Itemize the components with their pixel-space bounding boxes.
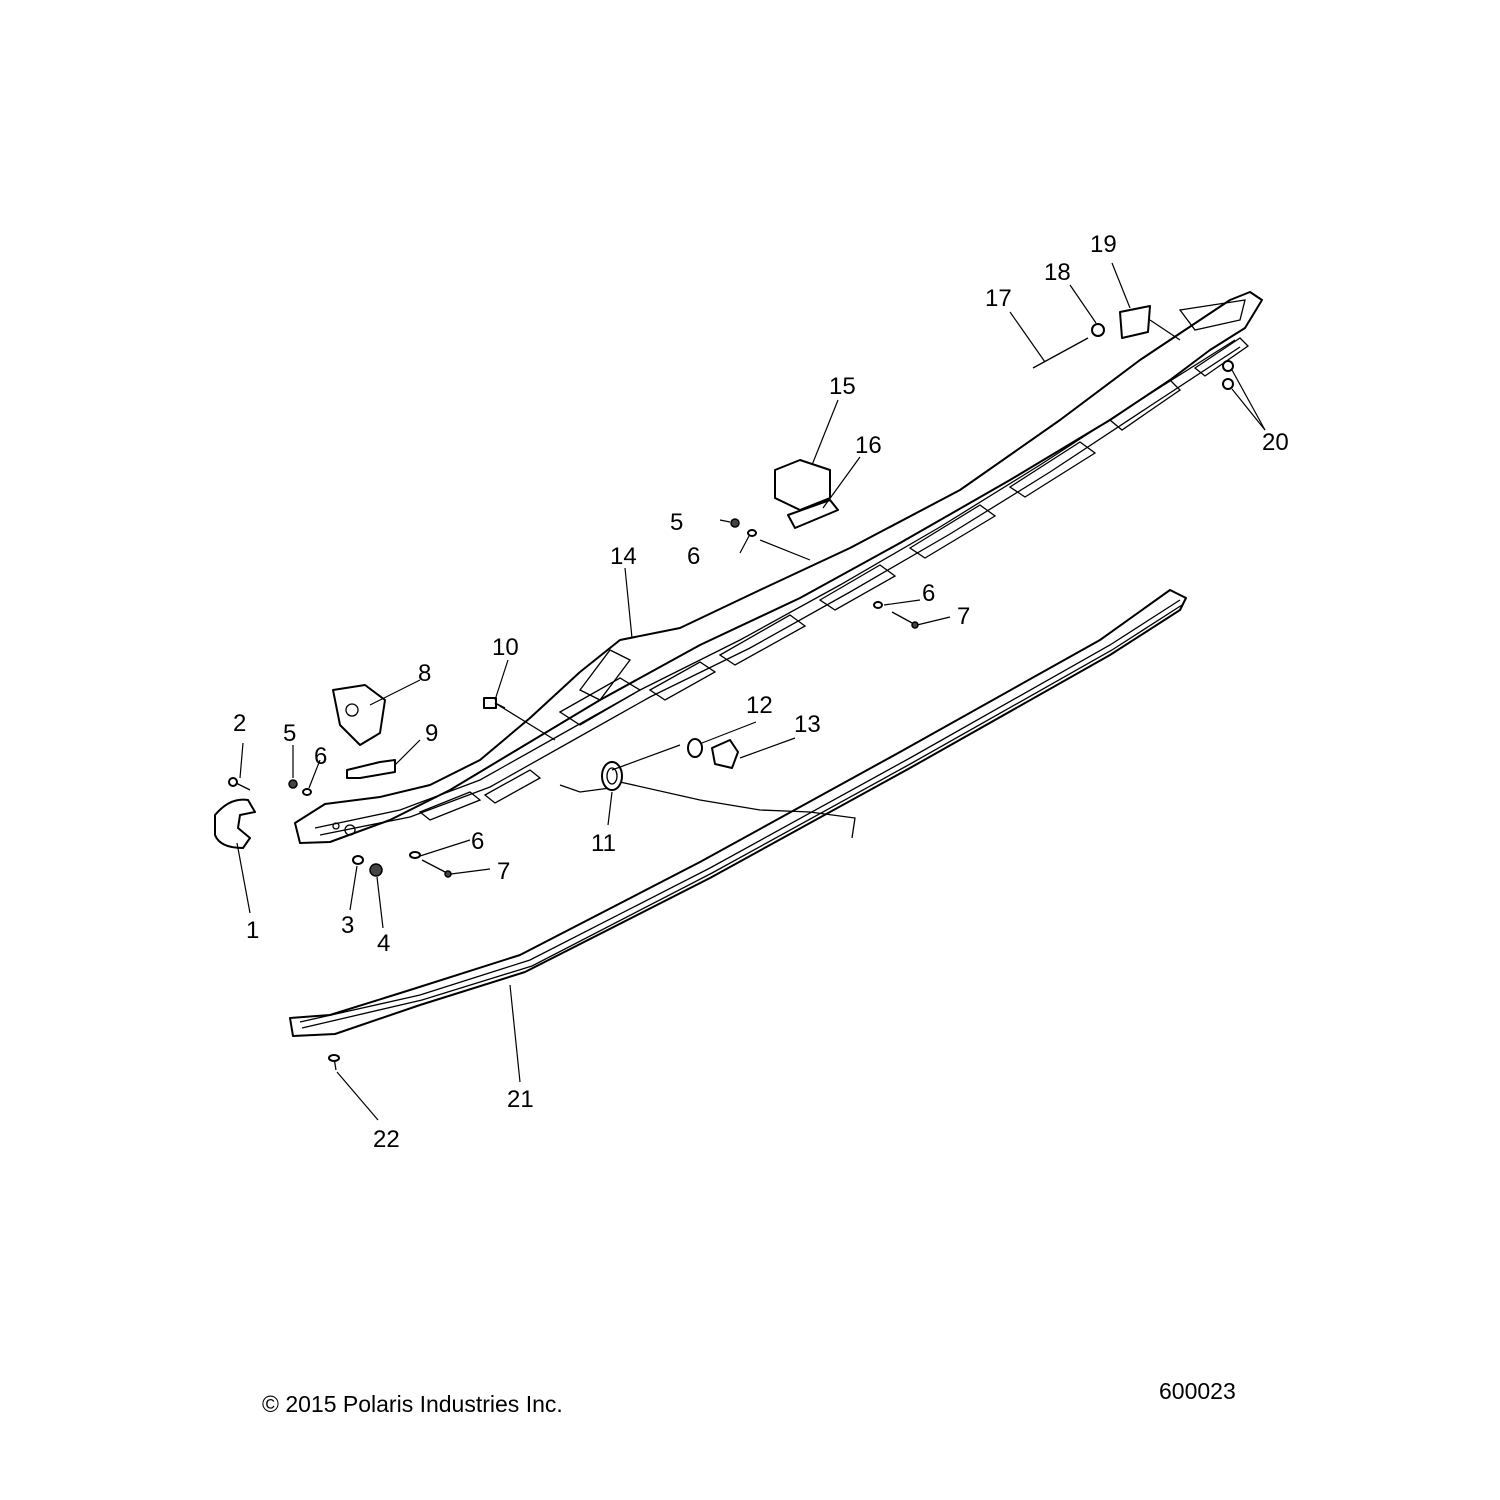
figure-number: 600023 bbox=[1159, 1378, 1236, 1404]
callout-20: 20 bbox=[1262, 429, 1289, 456]
part-6-a bbox=[302, 788, 312, 796]
callout-12: 12 bbox=[746, 692, 773, 719]
part-2 bbox=[228, 777, 251, 791]
callout-6-b: 6 bbox=[687, 543, 700, 570]
part-13 bbox=[711, 739, 739, 769]
part-9 bbox=[346, 759, 396, 779]
callout-labels: 1 2 3 4 5 5 6 6 6 6 7 7 8 9 10 11 12 13 … bbox=[233, 231, 1289, 1153]
part-8 bbox=[332, 684, 386, 746]
callout-6-a: 6 bbox=[314, 743, 327, 770]
callout-17: 17 bbox=[985, 285, 1012, 312]
part-10 bbox=[483, 697, 506, 709]
part-1 bbox=[214, 798, 256, 849]
callout-18: 18 bbox=[1044, 259, 1071, 286]
callout-2: 2 bbox=[233, 710, 246, 737]
part-6-c bbox=[873, 601, 883, 609]
part-16 bbox=[787, 499, 839, 529]
part-5-a bbox=[288, 779, 298, 789]
part-18 bbox=[1091, 323, 1105, 337]
callout-9: 9 bbox=[425, 720, 438, 747]
callout-5-b: 5 bbox=[670, 509, 683, 536]
callout-14: 14 bbox=[610, 543, 637, 570]
part-6-d bbox=[409, 851, 421, 859]
callout-11: 11 bbox=[591, 830, 616, 857]
part-22 bbox=[328, 1054, 340, 1071]
callout-7-a: 7 bbox=[957, 603, 970, 630]
part-7-b bbox=[891, 611, 919, 629]
callout-21: 21 bbox=[507, 1086, 534, 1113]
callout-8: 8 bbox=[418, 660, 431, 687]
callout-7-b: 7 bbox=[497, 858, 510, 885]
callout-16: 16 bbox=[855, 432, 882, 459]
callout-13: 13 bbox=[794, 711, 821, 738]
part-3 bbox=[352, 855, 364, 865]
part-5-b bbox=[730, 518, 740, 528]
callout-3: 3 bbox=[341, 912, 354, 939]
part-7-a bbox=[421, 859, 452, 878]
part-17 bbox=[1032, 337, 1089, 369]
part-20 bbox=[1222, 360, 1234, 390]
callout-22: 22 bbox=[373, 1126, 400, 1153]
callout-4: 4 bbox=[377, 930, 390, 957]
callout-1: 1 bbox=[246, 917, 259, 944]
callout-15: 15 bbox=[829, 373, 856, 400]
part-19 bbox=[1119, 305, 1151, 339]
callout-10: 10 bbox=[492, 634, 519, 661]
callout-6-d: 6 bbox=[471, 828, 484, 855]
part-6-b bbox=[747, 529, 757, 537]
callout-5-a: 5 bbox=[283, 720, 296, 747]
copyright-notice: © 2015 Polaris Industries Inc. bbox=[262, 1391, 563, 1417]
part-4 bbox=[369, 863, 383, 877]
leader-lines bbox=[236, 262, 1266, 1121]
slide-part-21 bbox=[289, 589, 1187, 1037]
callout-19: 19 bbox=[1090, 231, 1117, 258]
part-12 bbox=[687, 738, 703, 758]
spring-part-11 bbox=[559, 761, 856, 839]
callout-6-c: 6 bbox=[922, 580, 935, 607]
rail-frame-part-14 bbox=[294, 291, 1263, 844]
